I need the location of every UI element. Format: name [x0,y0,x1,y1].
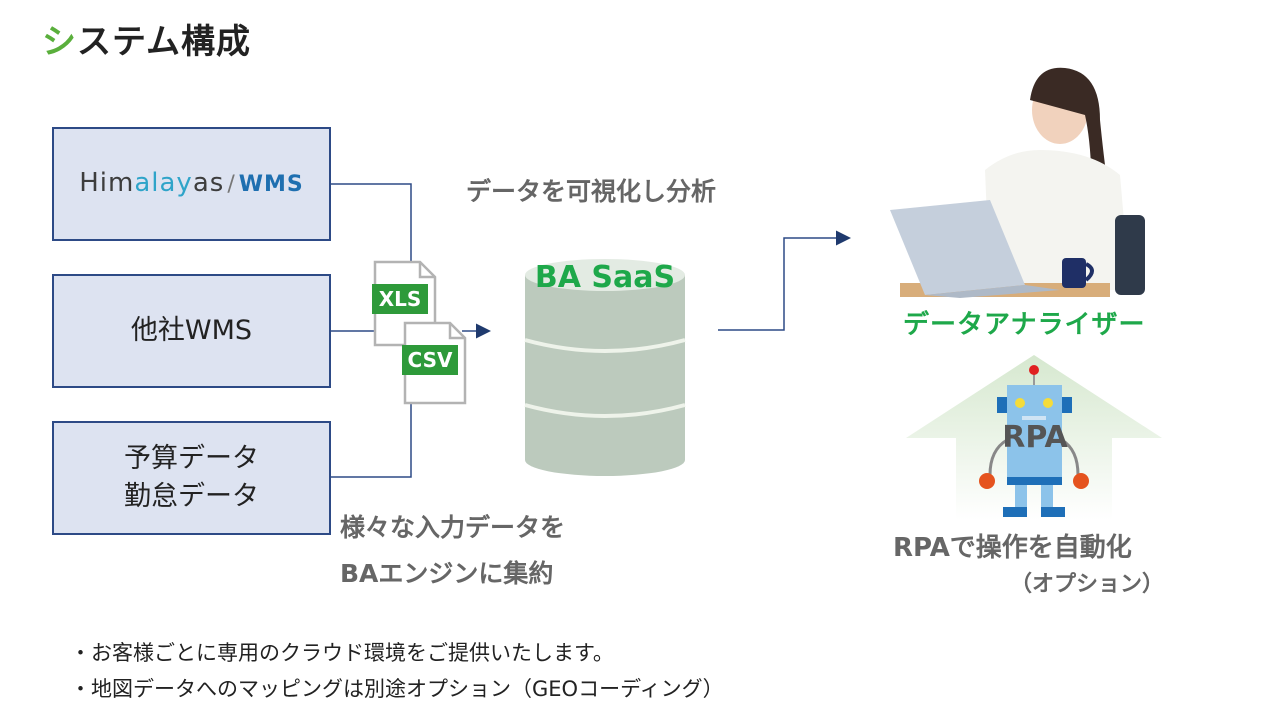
analyst-label: データアナライザー [903,310,1146,340]
aggregate-caption-line1: 様々な入力データを [340,513,566,542]
rpa-option-label: （オプション） [1010,572,1165,597]
himalayas-wms-logo: Himalayas/WMS [79,164,304,204]
connector-himalayas [331,183,412,290]
database-icon [524,259,686,476]
robot-rpa-text: RPA [1002,420,1068,455]
logo-slash: / [227,172,236,197]
note-item: ・地図データへのマッピングは別途オプション（GEOコーディング） [70,677,724,701]
robot-icon [979,365,1089,517]
connector-db-to-analyst [718,230,851,331]
budget-data-label: 予算データ [124,443,259,474]
notes-list: ・お客様ごとに専用のクラウド環境をご提供いたします。 ・地図データへのマッピング… [70,635,724,707]
database-label: BA SaaS [534,260,676,295]
rpa-label: RPAで操作を自動化 [893,533,1132,563]
logo-as: as [192,168,225,198]
aggregate-caption-line2: BAエンジンに集約 [340,559,554,588]
note-item: ・お客様ごとに専用のクラウド環境をご提供いたします。 [70,641,614,665]
logo-wms: WMS [238,172,304,197]
page-title: システム構成 [42,14,251,63]
aggregate-caption: 様々な入力データを BAエンジンに集約 [340,505,565,597]
visualize-caption: データを可視化し分析 [466,177,717,206]
source-himalayas-wms: Himalayas/WMS [52,127,331,241]
attendance-data-label: 勤怠データ [124,481,259,512]
csv-label: CSV [407,348,453,372]
xls-label: XLS [378,287,422,311]
title-first-char: シ [42,22,77,62]
logo-him: Him [79,168,135,198]
title-rest: ステム構成 [77,22,251,62]
logo-alay: alay [134,168,193,198]
connector-budget [331,400,412,478]
source-budget-attendance: 予算データ 勤怠データ [52,421,331,535]
csv-file-icon [402,321,467,405]
source-other-wms: 他社WMS [52,274,331,388]
other-wms-label: 他社WMS [130,315,253,346]
analyst-photo [890,67,1145,298]
